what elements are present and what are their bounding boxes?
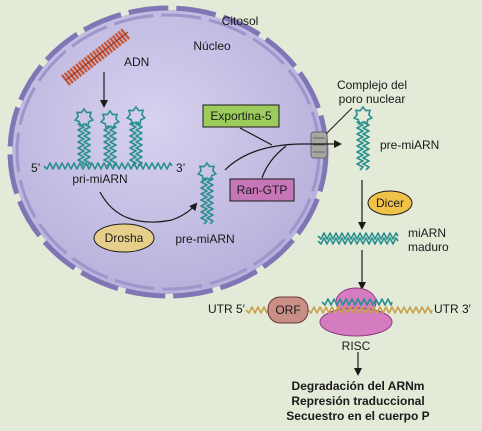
pre-mirna-nucleus (196, 161, 218, 225)
utr3-label: UTR 3′ (434, 302, 472, 316)
adn-label: ADN (124, 55, 149, 69)
mirna-label-1: miARN (408, 226, 446, 240)
ran-gtp-label: Ran-GTP (237, 183, 288, 197)
dicer: Dicer (367, 190, 413, 216)
pre-mirna-nucleus-label: pre-miARN (175, 232, 234, 246)
pre-mirna-cytoplasm (352, 105, 374, 171)
pri-mirna (43, 105, 173, 170)
drosha-label: Drosha (105, 231, 144, 245)
orf: ORF (267, 296, 309, 324)
exportina-label: Exportina-5 (210, 109, 272, 123)
ran-connector (261, 145, 287, 179)
outcome-secuestro: Secuestro en el cuerpo P (286, 409, 429, 423)
exportina-box: Exportina-5 (202, 104, 280, 128)
dicer-label: Dicer (376, 196, 404, 210)
complejo-label-1: Complejo del (337, 78, 407, 92)
dna-helix (61, 28, 131, 86)
risc-label: RISC (342, 339, 371, 353)
mirna-label-2: maduro (408, 240, 449, 254)
pore-pointer (325, 107, 353, 135)
arrow-pri-to-pre (99, 191, 198, 223)
arrow-export (224, 140, 342, 171)
pri-mirna-label: pri-miARN (72, 172, 127, 186)
mature-mirna (317, 232, 399, 245)
exportina-connector (239, 127, 273, 146)
ran-gtp-box: Ran-GTP (229, 178, 295, 202)
mrna-strand (245, 306, 433, 314)
complejo-label-2: poro nuclear (339, 92, 406, 106)
three-prime-label: 3’ (176, 161, 185, 175)
five-prime-label: 5’ (31, 161, 40, 175)
nucleo-label: Núcleo (193, 39, 231, 53)
outcome-represion: Represión traduccional (291, 394, 424, 408)
nuclear-pore-complex (310, 131, 328, 159)
outcome-degradacion: Degradación del ARNm (292, 379, 425, 393)
utr5-label: UTR 5′ (208, 302, 246, 316)
pre-mirna-cyto-label: pre-miARN (380, 138, 439, 152)
citosol-label: Citosol (222, 14, 259, 28)
risc-complex (319, 287, 393, 337)
bound-mirna (321, 298, 393, 306)
orf-label: ORF (275, 303, 300, 317)
drosha: Drosha (93, 223, 155, 253)
